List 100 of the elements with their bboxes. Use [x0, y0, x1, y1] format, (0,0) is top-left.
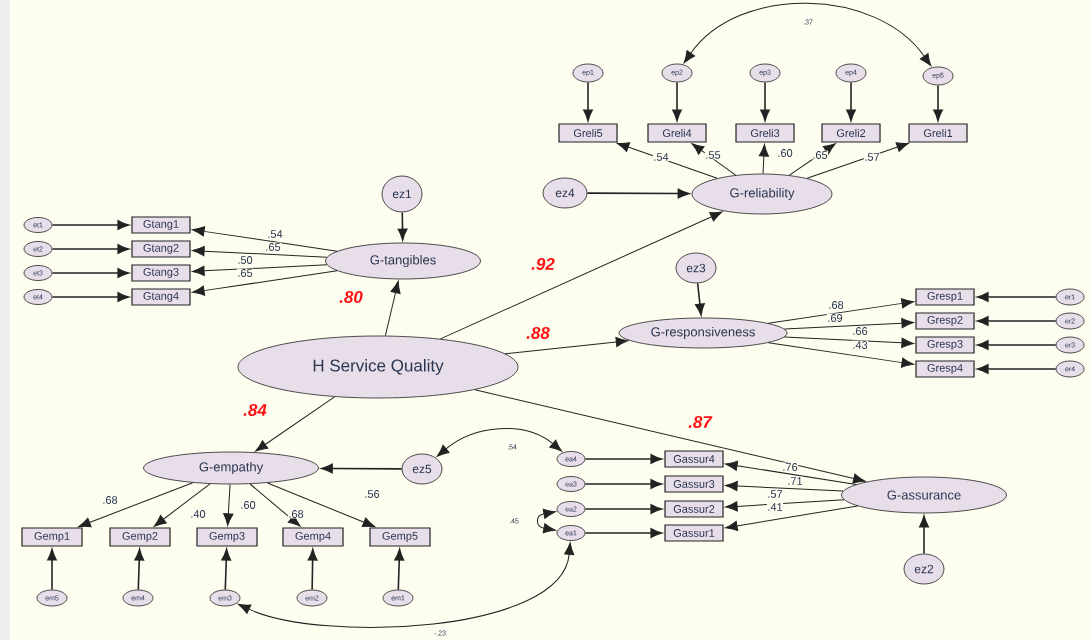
arrow [192, 226, 338, 252]
arrow [584, 454, 663, 464]
edge-label: .69 [826, 313, 844, 323]
edge-label: .84 [242, 403, 268, 417]
arrow [846, 81, 856, 122]
indicator-box: Gemp2 [109, 527, 171, 547]
arrow [976, 364, 1057, 374]
indicator-box: Greli4 [647, 123, 707, 143]
indicator-box: Gassur2 [664, 500, 724, 518]
arrow [249, 483, 301, 527]
arrow [691, 143, 737, 176]
arrow [51, 244, 130, 254]
arrow [919, 515, 929, 555]
indicator-box: Gresp4 [915, 360, 975, 378]
arrow [806, 142, 909, 179]
edge-label: .57 [863, 152, 881, 162]
arrow [583, 81, 593, 122]
edge-label: .54 [266, 229, 284, 239]
arrow [767, 298, 914, 324]
indicator-box: Gtang2 [131, 240, 191, 258]
edge-label: .66 [851, 326, 869, 336]
arrow [51, 292, 130, 302]
indicator-box: Gtang1 [131, 216, 191, 234]
indicator-box: Greli1 [908, 123, 968, 143]
covariance-arrow [536, 508, 556, 534]
arrow [584, 504, 663, 514]
arrow [616, 142, 718, 179]
arrow [384, 280, 401, 337]
arrow [51, 220, 130, 230]
edge-label: .65 [264, 242, 282, 252]
arrow [192, 264, 328, 276]
arrow [758, 144, 769, 175]
edge-label: .65 [236, 268, 254, 278]
arrow [267, 482, 376, 528]
arrow [51, 268, 130, 278]
indicator-box: Gresp2 [915, 312, 975, 330]
indicator-box: Gemp5 [369, 527, 431, 547]
arrow [725, 499, 845, 512]
edge-label: .92 [530, 257, 556, 271]
covariance-arrow [683, 2, 932, 67]
indicator-box: Gassur3 [664, 475, 724, 493]
edge-label: .80 [338, 290, 364, 304]
arrow [725, 505, 859, 531]
arrow [397, 211, 408, 241]
arrow [788, 143, 836, 176]
indicator-box: Gresp1 [915, 288, 975, 306]
indicator-box: Gemp1 [21, 527, 83, 547]
edge-label: .68 [827, 300, 845, 310]
arrow [221, 548, 232, 591]
edge-label: .68 [287, 509, 305, 519]
edge-label: .60 [776, 148, 794, 158]
arrow [933, 84, 943, 122]
arrow [47, 548, 57, 591]
indicator-box: Greli3 [735, 123, 795, 143]
arrow [767, 342, 914, 368]
arrow [695, 282, 705, 316]
arrow [976, 340, 1057, 350]
arrow [976, 292, 1057, 302]
indicator-box: Gemp3 [196, 527, 258, 547]
arrow [725, 480, 844, 492]
arrow [439, 211, 723, 340]
arrow [976, 316, 1057, 326]
arrow [760, 81, 770, 122]
edge-label: .68 [101, 495, 119, 505]
covariance-arrow [238, 542, 575, 628]
arrow [584, 528, 663, 538]
arrow [223, 483, 234, 526]
indicator-box: Gassur1 [664, 524, 724, 542]
arrow [672, 81, 682, 122]
arrow [504, 337, 629, 355]
arrow [584, 479, 663, 489]
edge-label: .43 [851, 340, 869, 350]
indicator-box: Gtang4 [131, 288, 191, 306]
indicator-box: Greli2 [821, 123, 881, 143]
arrow [394, 548, 405, 591]
edge-label: .65 [811, 150, 829, 160]
edge-label: .56 [363, 489, 381, 499]
indicator-box: Gassur4 [664, 450, 724, 468]
arrow [134, 548, 145, 591]
arrow [783, 318, 914, 330]
arrow [725, 460, 857, 485]
edge-label: .41 [766, 502, 784, 512]
edge-label: .88 [525, 326, 551, 340]
edge-label: .71 [786, 476, 804, 486]
indicator-box: Gtang3 [131, 264, 191, 282]
arrow [153, 483, 211, 527]
arrow [255, 396, 336, 452]
arrow [586, 188, 690, 199]
edge-label: .50 [236, 255, 254, 265]
arrow [78, 482, 194, 528]
edge-label: .55 [704, 150, 722, 160]
edge-label: .40 [189, 509, 207, 519]
covariance-arrow [436, 428, 563, 457]
arrow [474, 389, 866, 484]
indicator-box: Greli5 [558, 123, 618, 143]
arrow [192, 270, 338, 296]
arrow [192, 246, 328, 258]
indicator-box: Gemp4 [282, 527, 344, 547]
edge-label: .87 [687, 415, 713, 429]
indicator-box: Gresp3 [915, 336, 975, 354]
